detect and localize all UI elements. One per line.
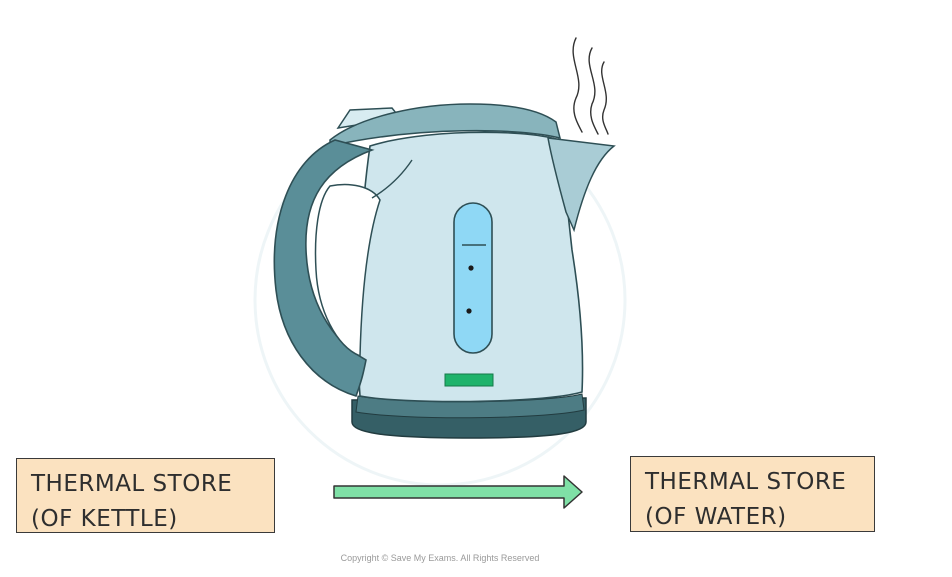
power-light — [444, 373, 494, 387]
target-store-line2: (OF WATER) — [645, 504, 787, 530]
kettle-handle — [273, 139, 375, 397]
arrow-right-icon — [333, 475, 583, 509]
source-store-line1: THERMAL STORE — [31, 471, 233, 497]
energy-transfer-arrow — [333, 475, 583, 509]
thermal-store-kettle-box: THERMAL STORE (OF KETTLE) — [16, 458, 275, 533]
water-level-window — [453, 202, 493, 354]
thermal-store-water-box: THERMAL STORE (OF WATER) — [630, 456, 875, 532]
kettle-base — [351, 393, 587, 439]
kettle-spout — [547, 137, 616, 233]
copyright-notice: Copyright © Save My Exams. All Rights Re… — [340, 553, 540, 563]
source-store-line2: (OF KETTLE) — [31, 506, 178, 532]
handle-grip — [314, 183, 381, 358]
steam-icon — [572, 37, 609, 135]
kettle-lid — [329, 103, 562, 147]
target-store-line1: THERMAL STORE — [645, 469, 847, 495]
